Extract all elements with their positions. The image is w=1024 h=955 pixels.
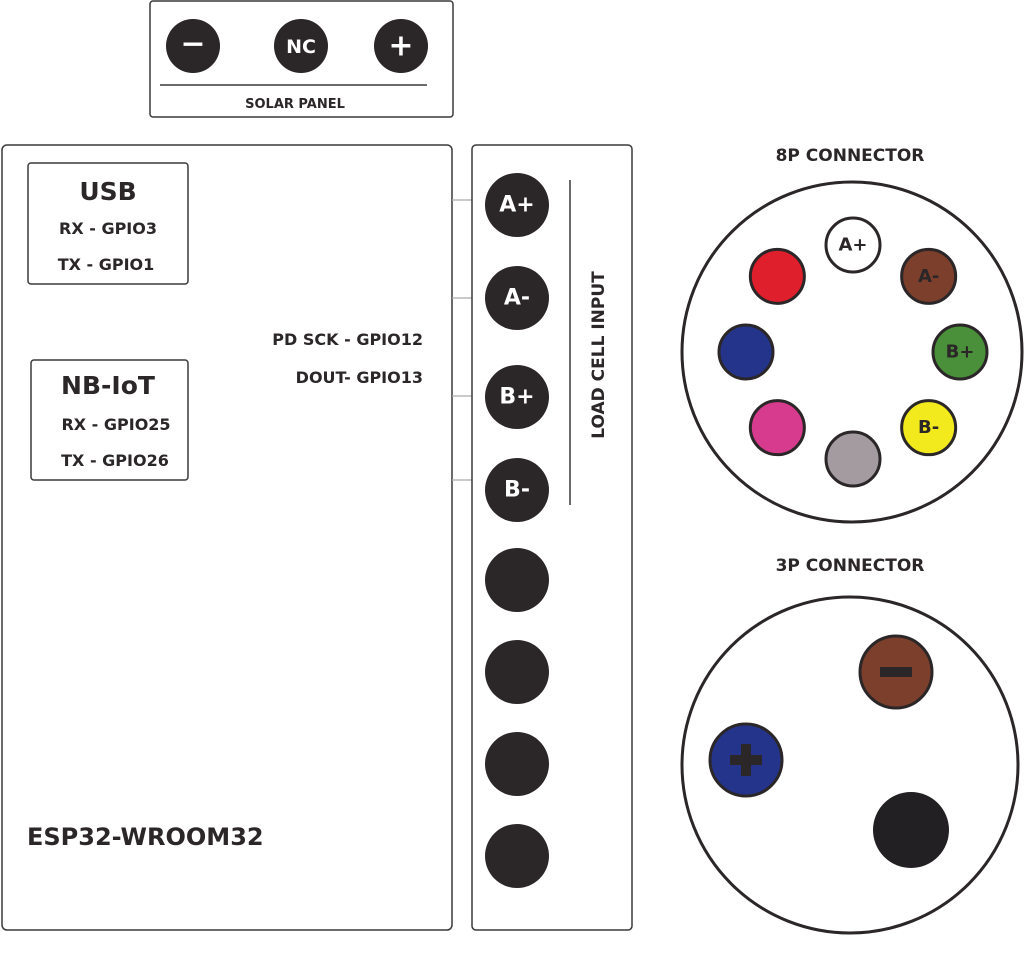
usb-box bbox=[27, 162, 189, 285]
solar-pin-nc-label: NC bbox=[286, 36, 316, 58]
connector-8p-pin bbox=[900, 399, 958, 457]
solar-panel-title: SOLAR PANEL bbox=[245, 97, 345, 112]
connector-8p-pin-label: A+ bbox=[838, 235, 867, 256]
usb-title: USB bbox=[79, 177, 136, 206]
connector-8p-pin bbox=[900, 247, 958, 305]
load-pin-empty bbox=[485, 640, 549, 704]
nbiot-tx: TX - GPIO26 bbox=[61, 451, 169, 470]
connector-8p-pin bbox=[717, 323, 775, 381]
pd-sck-label: PD SCK - GPIO12 bbox=[272, 330, 423, 349]
nbiot-box bbox=[30, 359, 189, 481]
load-pin-b-minus-label: B- bbox=[504, 478, 530, 503]
usb-rx: RX - GPIO3 bbox=[59, 219, 157, 238]
connector-8p-pin-label: A- bbox=[918, 266, 939, 287]
solar-pin-plus bbox=[374, 19, 428, 73]
esp32-title: ESP32-WROOM32 bbox=[27, 823, 264, 851]
load-pin-a-minus bbox=[485, 266, 549, 330]
solar-panel: − NC + SOLAR PANEL bbox=[149, 0, 454, 118]
load-pin-empty bbox=[485, 548, 549, 612]
solar-pin-nc bbox=[274, 19, 328, 73]
connector-8p-pin bbox=[748, 399, 806, 457]
connector-8p-pin bbox=[824, 216, 882, 274]
solar-pin-plus-label: + bbox=[388, 29, 413, 64]
load-pin-empty bbox=[485, 732, 549, 796]
load-pin-empty bbox=[485, 824, 549, 888]
connector-8p-pin-label: B+ bbox=[946, 342, 975, 363]
load-pin-b-plus bbox=[485, 365, 549, 429]
load-pin-a-minus-label: A- bbox=[504, 286, 530, 311]
connector-8p-title: 8P CONNECTOR bbox=[776, 146, 925, 166]
solar-pin-minus bbox=[166, 19, 220, 73]
connector-8p: 8P CONNECTOR A+ A- B+ B- bbox=[680, 146, 1024, 524]
nbiot-title: NB-IoT bbox=[61, 371, 155, 400]
load-pin-a-plus-label: A+ bbox=[499, 193, 534, 218]
connector-3p-ground-pin bbox=[873, 792, 949, 868]
load-cell-box bbox=[471, 144, 633, 931]
load-pin-a-plus bbox=[485, 173, 549, 237]
usb-tx: TX - GPIO1 bbox=[58, 255, 155, 274]
esp32-box bbox=[1, 144, 453, 931]
load-cell-input: A+ A- B+ B- LOAD CELL INPUT bbox=[471, 144, 633, 931]
minus-icon bbox=[880, 667, 912, 677]
load-pin-b-plus-label: B+ bbox=[499, 385, 534, 410]
solar-pin-minus-label: − bbox=[180, 27, 205, 62]
connector-3p: 3P CONNECTOR bbox=[680, 556, 1020, 935]
load-cell-title: LOAD CELL INPUT bbox=[589, 271, 609, 439]
load-pin-b-minus bbox=[485, 458, 549, 522]
plus-icon bbox=[730, 744, 762, 776]
connector-8p-pin bbox=[824, 430, 882, 488]
nbiot-rx: RX - GPIO25 bbox=[61, 415, 170, 434]
connector-8p-pin-label: B- bbox=[918, 417, 939, 438]
connector-8p-pin bbox=[748, 247, 806, 305]
esp32-board: USB RX - GPIO3 TX - GPIO1 NB-IoT RX - GP… bbox=[1, 144, 453, 931]
dout-label: DOUT- GPIO13 bbox=[296, 368, 423, 387]
connector-8p-pin bbox=[931, 323, 989, 381]
connector-3p-title: 3P CONNECTOR bbox=[776, 556, 925, 576]
